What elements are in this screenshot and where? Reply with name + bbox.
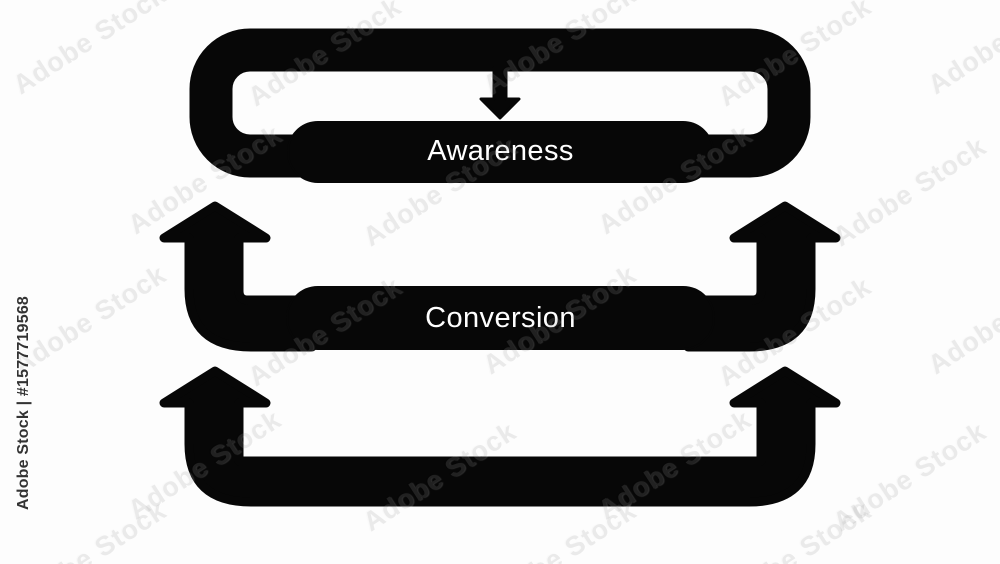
conversion-stage-bar bbox=[286, 286, 715, 350]
awareness-stage-bar bbox=[287, 121, 714, 183]
stock-id-watermark: Adobe Stock | #1577719568 bbox=[15, 295, 32, 511]
bottom-loop-arrows bbox=[159, 366, 841, 507]
down-arrow-icon bbox=[479, 66, 521, 120]
